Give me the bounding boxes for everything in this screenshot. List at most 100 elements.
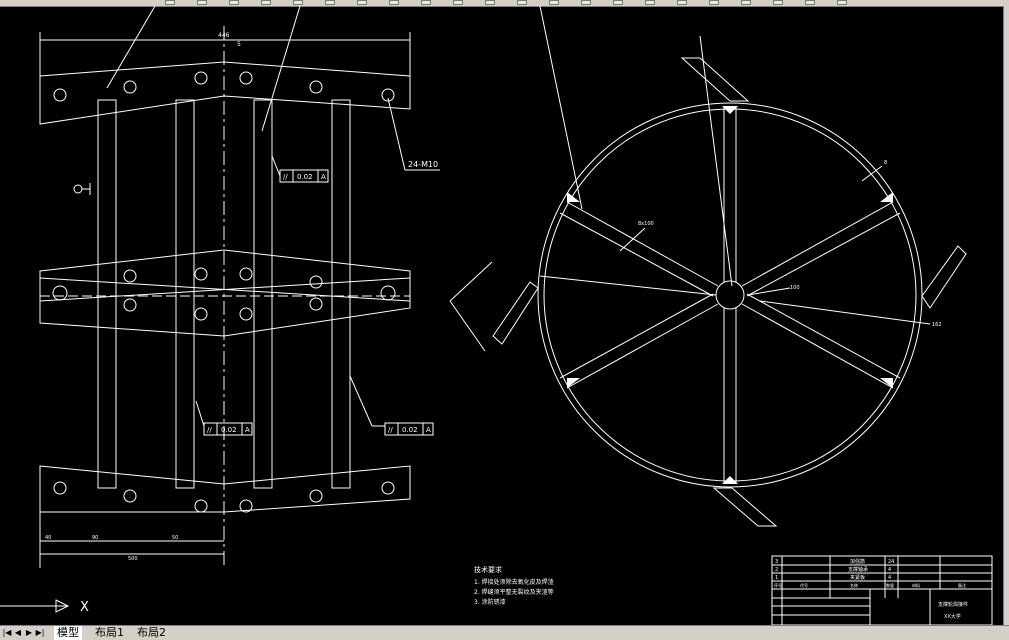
tab-prev-icon[interactable]: ◀ xyxy=(14,628,22,637)
toolbar-button[interactable] xyxy=(229,0,239,5)
gtol-ll-value: 0.02 xyxy=(221,426,237,434)
holes-top xyxy=(53,71,395,102)
tech-note-1: 1. 焊接处须除去氧化皮及焊渣 xyxy=(474,578,554,586)
toolbar-button[interactable] xyxy=(645,0,655,5)
clamp-right xyxy=(921,245,967,309)
tb-header-3: 数量 xyxy=(886,582,894,588)
tb-row-1-no: 1 xyxy=(775,575,778,581)
bolt-callout-text: 24-M10 xyxy=(408,160,438,169)
top-plate xyxy=(39,61,411,125)
weld-label: 8 xyxy=(884,160,887,166)
vertical-bar-1 xyxy=(97,99,117,489)
toolbar-strip xyxy=(0,0,1009,7)
vertical-scrollbar[interactable] xyxy=(1003,6,1009,625)
leader-left-dim2 xyxy=(449,300,486,352)
holes-bottom xyxy=(53,481,395,513)
bottom-plate xyxy=(39,465,411,513)
wheel-rim-inner xyxy=(543,108,917,482)
toolbar-button[interactable] xyxy=(165,0,175,5)
toolbar-button[interactable] xyxy=(293,0,303,5)
toolbar-button[interactable] xyxy=(517,0,527,5)
toolbar-button[interactable] xyxy=(709,0,719,5)
clamp-top xyxy=(680,57,750,102)
toolbar-button[interactable] xyxy=(581,0,591,5)
layout-tab-bar: |◀ ◀ ▶ ▶| 模型 布局1 布局2 xyxy=(0,625,1009,640)
toolbar-button[interactable] xyxy=(549,0,559,5)
leader-hub xyxy=(539,275,717,296)
clamp-bottom xyxy=(712,487,778,527)
toolbar-button[interactable] xyxy=(261,0,271,5)
toolbar-button[interactable] xyxy=(357,0,367,5)
tab-next-icon[interactable]: ▶ xyxy=(25,628,33,637)
tb-row-1-qty: 4 xyxy=(888,575,891,581)
gtol-lr-datum: A xyxy=(426,426,431,434)
toolbar-button[interactable] xyxy=(325,0,335,5)
toolbar-button[interactable] xyxy=(741,0,751,5)
tb-row-3-qty: 24 xyxy=(888,559,894,565)
gtol-upper-value: 0.02 xyxy=(297,173,313,181)
tb-row-2-name: 支撑轴承 xyxy=(848,566,868,573)
leader-gtol-3 xyxy=(349,375,373,427)
tb-header-1: 代号 xyxy=(800,582,808,588)
tb-org: XX大学 xyxy=(944,613,961,620)
tb-header-0: 序号 xyxy=(774,582,782,588)
toolbar-button[interactable] xyxy=(613,0,623,5)
toolbar-button[interactable] xyxy=(837,0,847,5)
leader-bolt xyxy=(387,97,406,171)
toolbar-button[interactable] xyxy=(805,0,815,5)
toolbar-button[interactable] xyxy=(677,0,687,5)
gtol-ll-symbol: // xyxy=(207,426,212,434)
tb-header-5: 备注 xyxy=(958,582,966,588)
tech-note-2: 2. 焊缝须平整无裂纹及夹渣等 xyxy=(474,588,554,596)
datum-symbol xyxy=(73,184,83,194)
tab-last-icon[interactable]: ▶| xyxy=(35,628,45,637)
dim-bottom-3: 50 xyxy=(172,535,178,541)
toolbar-button[interactable] xyxy=(773,0,783,5)
leader-left-dim xyxy=(449,261,493,302)
tb-header-2: 名称 xyxy=(850,582,858,588)
leader-rib xyxy=(619,227,646,252)
holes-middle xyxy=(52,267,396,321)
leader-2 xyxy=(261,6,301,132)
gtol-upper-datum: A xyxy=(321,173,326,181)
ucs-x-label: X xyxy=(80,600,89,615)
toolbar-button[interactable] xyxy=(453,0,463,5)
toolbar-button[interactable] xyxy=(389,0,399,5)
tab-layout1[interactable]: 布局1 xyxy=(95,626,124,639)
vertical-bar-3 xyxy=(253,99,273,489)
tb-row-3-no: 3 xyxy=(775,559,778,565)
leader-right-1 xyxy=(539,6,583,210)
leader-gtol-2 xyxy=(195,400,205,427)
tech-notes-title: 技术要求 xyxy=(474,565,502,574)
tb-header-4: 材料 xyxy=(912,582,920,588)
gtol-upper-symbol: // xyxy=(283,173,288,181)
vertical-bar-2 xyxy=(175,99,195,489)
tb-row-3-name: 加强筋 xyxy=(850,558,865,565)
gtol-frame-upper xyxy=(279,169,329,183)
gtol-frame-lower-right xyxy=(384,422,434,436)
ucs-icon xyxy=(0,599,70,613)
wheel-spokes xyxy=(559,106,901,484)
gtol-lr-symbol: // xyxy=(388,426,393,434)
leader-gtol-1 xyxy=(271,155,281,177)
tab-model[interactable]: 模型 xyxy=(54,626,82,640)
tab-layout2[interactable]: 布局2 xyxy=(137,626,166,639)
gtol-ll-datum: A xyxy=(245,426,250,434)
gtol-frame-lower-left xyxy=(203,422,253,436)
tab-first-icon[interactable]: |◀ xyxy=(2,628,12,637)
tech-note-3: 3. 涂防锈漆 xyxy=(474,598,506,606)
dim-top-text: 446 xyxy=(218,32,230,39)
drawing-canvas[interactable]: 446 5 24-M10 // 0.02 A // 0.02 A // 0.02… xyxy=(0,6,1004,625)
wheel-rim-outer xyxy=(537,102,923,488)
dim-bottom-2: 90 xyxy=(92,535,98,541)
toolbar-button[interactable] xyxy=(421,0,431,5)
tb-drawing-name: 支撑轮焊接件 xyxy=(938,601,968,608)
middle-plate xyxy=(39,249,411,337)
right-label: 162 xyxy=(932,322,942,328)
tb-row-2-no: 2 xyxy=(775,567,778,573)
leader-right-3 xyxy=(759,300,931,325)
wheel-hub xyxy=(715,280,745,310)
toolbar-button[interactable] xyxy=(485,0,495,5)
hub-label: 100 xyxy=(790,285,800,291)
toolbar-button[interactable] xyxy=(197,0,207,5)
